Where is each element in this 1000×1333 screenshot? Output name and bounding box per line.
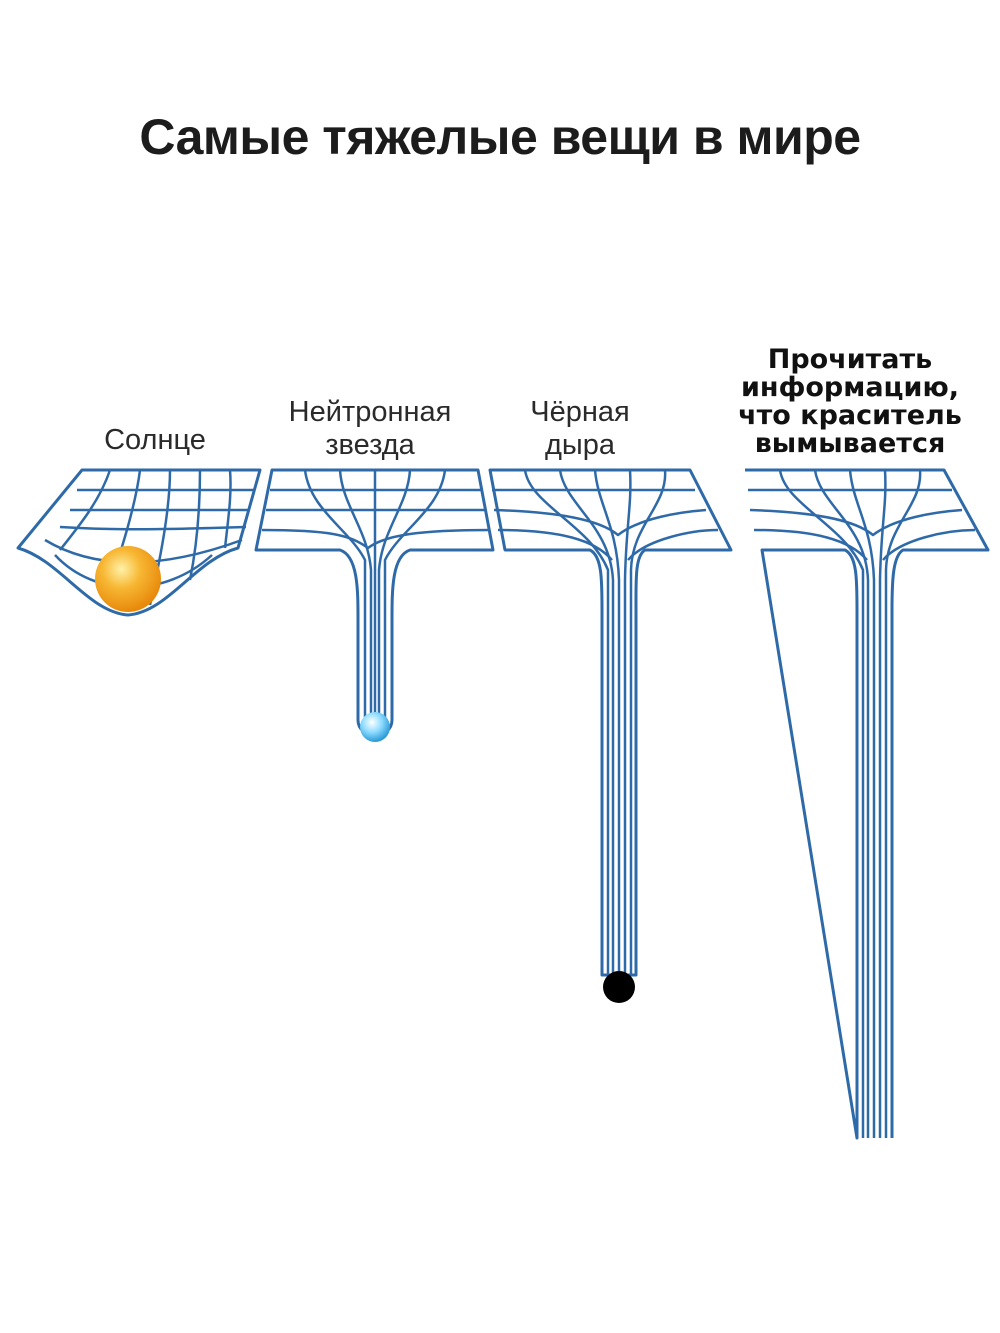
label-neutron-star: Нейтронная звезда <box>288 396 452 461</box>
meme-gravity-well <box>745 468 990 1140</box>
label-meme: Прочитать информацию, что краситель вымы… <box>738 344 962 459</box>
black-hole-icon <box>603 971 635 1003</box>
label-black-hole: Чёрная дыра <box>530 396 630 461</box>
neutron-star-icon <box>360 712 390 742</box>
neutron-star-gravity-well <box>254 468 495 737</box>
page-title: Самые тяжелые вещи в мире <box>139 109 861 165</box>
sun-icon <box>95 546 161 612</box>
black-hole-gravity-well <box>488 468 733 977</box>
label-sun: Солнце <box>104 424 206 456</box>
